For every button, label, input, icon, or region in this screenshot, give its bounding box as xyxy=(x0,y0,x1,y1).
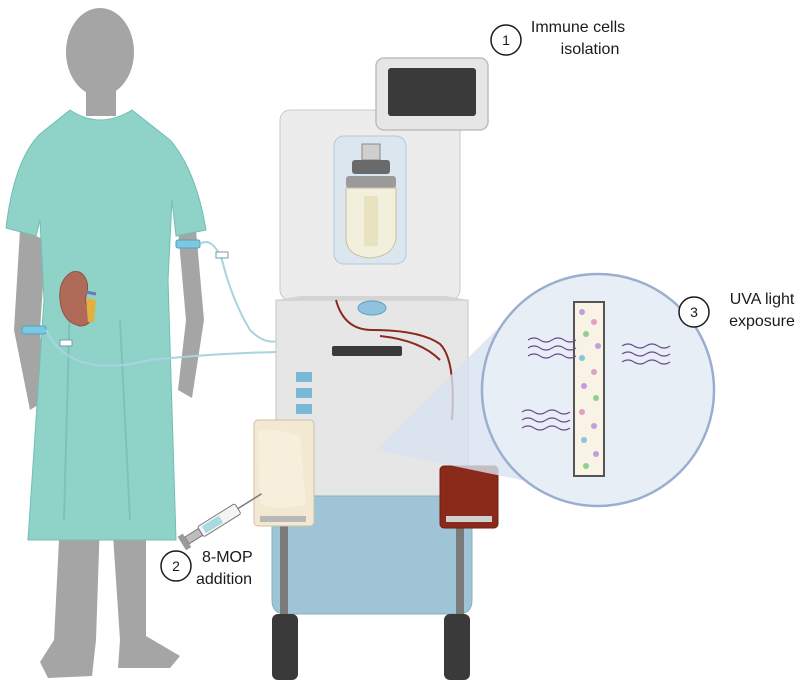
centrifuge-chamber xyxy=(334,136,406,264)
step-3-line1: UVA light xyxy=(730,291,795,308)
wheel xyxy=(444,614,470,680)
syringe-icon xyxy=(178,487,266,550)
machine-slot xyxy=(332,346,402,356)
step-3-line2: exposure xyxy=(729,313,795,330)
step-2-line1: 8-MOP xyxy=(202,549,253,566)
step-3-label: 3 UVA light exposure xyxy=(679,291,795,330)
step-2-line2: addition xyxy=(196,571,252,588)
pump-disc xyxy=(358,301,386,315)
valve-cluster xyxy=(296,372,312,414)
wheel xyxy=(272,614,298,680)
treatment-tube xyxy=(574,302,604,476)
photopheresis-machine xyxy=(272,58,488,680)
step-2-number: 2 xyxy=(172,558,180,574)
step-2-label: 2 8-MOP addition xyxy=(161,549,253,588)
step-1-number: 1 xyxy=(502,32,510,48)
step-1-line2: isolation xyxy=(561,41,620,58)
plasma-bag xyxy=(254,420,314,526)
machine-display xyxy=(376,58,488,130)
step-1-line1: Immune cells xyxy=(531,19,625,36)
step-1-label: 1 Immune cells isolation xyxy=(491,19,625,58)
step-3-number: 3 xyxy=(690,304,698,320)
blood-bag xyxy=(440,466,498,528)
